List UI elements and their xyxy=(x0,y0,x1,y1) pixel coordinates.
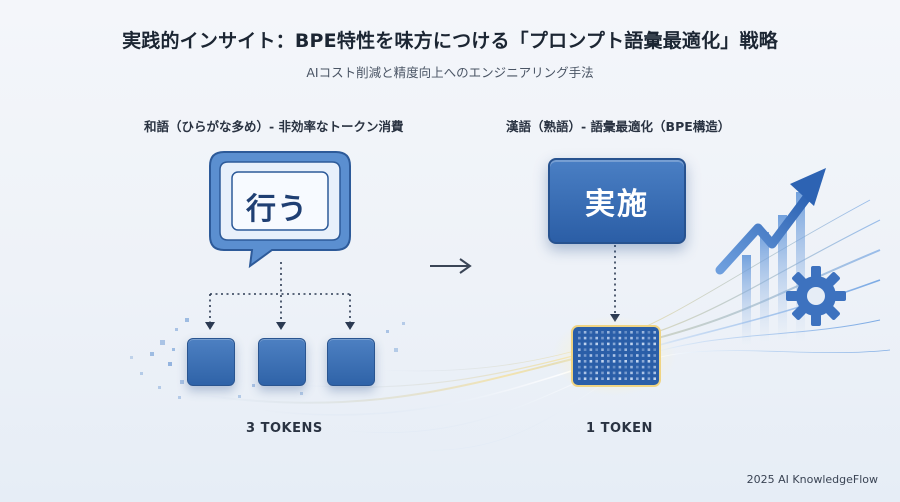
chip-icon xyxy=(571,325,661,387)
token-block xyxy=(187,338,235,386)
speech-bubble-icon xyxy=(209,151,351,269)
gear-icon xyxy=(786,266,846,326)
page-subtitle: AIコスト削減と精度向上へのエンジニアリング手法 xyxy=(306,65,594,80)
left-tokens-count: 3 TOKENS xyxy=(246,421,323,436)
arrow-right-icon xyxy=(430,258,472,274)
bubble-word: 行う xyxy=(246,192,308,227)
footer-credit: 2025 AI KnowledgeFlow xyxy=(746,473,878,486)
right-section-label: 漢語（熟語）- 語彙最適化（BPE構造） xyxy=(506,119,731,134)
right-tokens-count: 1 TOKEN xyxy=(586,421,653,436)
kanji-word-box: 実施 xyxy=(548,158,686,244)
trend-arrow-icon xyxy=(715,168,826,275)
page-title: 実践的インサイト：BPE特性を味方につける「プロンプト語彙最適化」戦略 xyxy=(122,30,778,52)
token-block xyxy=(327,338,375,386)
left-section-label: 和語（ひらがな多め）- 非効率なトークン消費 xyxy=(144,119,404,134)
token-block xyxy=(258,338,306,386)
